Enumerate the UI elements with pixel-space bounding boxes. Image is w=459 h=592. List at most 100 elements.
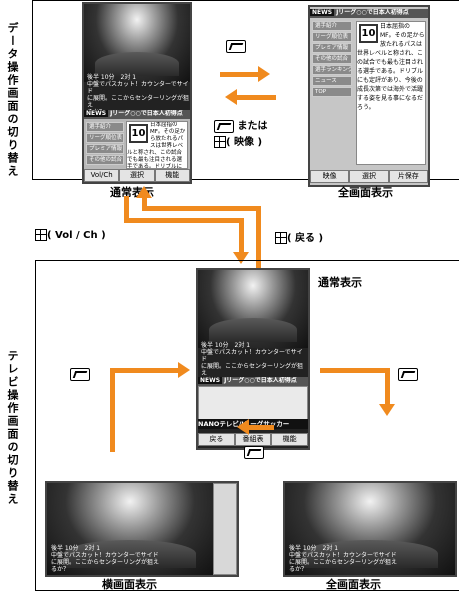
stadium-image (47, 483, 213, 575)
arrow-down-path-h (124, 218, 244, 223)
arrow-left-v (110, 368, 115, 452)
back-label: ( 戻る ) (287, 233, 324, 244)
card-number: 10 (129, 124, 148, 143)
side-menu: 選手紹介 リーグ順位表 プレミア情報 その他の試合 選手ランキング ニュース T… (312, 21, 352, 97)
arrowhead-down (233, 252, 249, 264)
softkey[interactable]: 戻る (198, 433, 235, 446)
phone-tv-full: 後半 10分 2対 1 中盤でパスカット！カウンターでサイド に展開。ここからセ… (283, 481, 457, 577)
key-switch-bottom (244, 446, 264, 459)
arrowhead-left (225, 89, 237, 105)
caption-landscape: 横画面表示 (102, 578, 157, 591)
menu-item[interactable]: 選手紹介 (312, 21, 352, 31)
card-text: 日本屈指の MF。その足から放たれるパスは世界レベルと称され、この試合でも最も注… (127, 122, 186, 169)
key-vol-ch: ( Vol / Ch ) (35, 229, 106, 241)
arrowhead-up (136, 186, 152, 198)
softkey-bar: 戻る 番組表 機能 (198, 433, 308, 446)
menu-item[interactable]: TOP (312, 87, 352, 97)
video-key-icon (214, 136, 226, 148)
ticker-text: 中盤でパスカット！カウンターでサイド に展開。ここからセンターリングが狙え るか… (51, 552, 160, 573)
softkey[interactable]: 映像 (310, 170, 350, 183)
tv-key-icon (214, 119, 234, 133)
tv-control-panel (198, 386, 308, 420)
arrow-bottom-h (248, 425, 274, 430)
arrow-up-path-v2 (142, 196, 147, 211)
vol-ch-label: ( Vol / Ch ) (47, 230, 106, 241)
news-text: Jリーグ○○で日本人初得点 (110, 110, 183, 117)
stadium-image (198, 270, 308, 348)
tv-key-icon (244, 446, 264, 459)
arrow-up-path-h (142, 206, 261, 211)
phone-landscape: 後半 10分 2対 1 中盤でパスカット！カウンターでサイド に展開。ここからセ… (45, 481, 239, 577)
menu-item[interactable]: プレミア情報 (86, 144, 124, 154)
data-switch-label: データ操作画面の切り替え (6, 22, 19, 178)
tv-switch-label: テレビ操作画面の切り替え (6, 350, 19, 506)
arrow-right-top (220, 72, 260, 77)
or-text: または (237, 121, 268, 132)
key-or-video: または (214, 117, 267, 133)
video-key-icon (35, 229, 47, 241)
menu-item[interactable]: リーグ順位表 (86, 133, 124, 143)
phone-normal-data: 後半 10分 2対 1 中盤でパスカット！カウンターでサイド に展開。ここからセ… (82, 2, 192, 184)
landscape-side-panel (213, 483, 237, 575)
key-switch-right (398, 368, 418, 381)
menu-item[interactable]: その他の試合 (312, 54, 352, 64)
softkey[interactable]: 機能 (271, 433, 308, 446)
key-switch-left (70, 368, 90, 381)
arrow-left-h (110, 368, 180, 373)
tv-key-icon (398, 368, 418, 381)
video-label: ( 映像 ) (226, 137, 263, 148)
ticker-text: 中盤でパスカット！カウンターでサイド に展開。ここからセンターリングが狙え るか… (289, 552, 398, 573)
menu-item[interactable]: プレミア情報 (312, 43, 352, 53)
arrowhead-right (258, 66, 270, 82)
key-switch-top (226, 40, 246, 53)
stadium-image (84, 4, 190, 82)
score-text: 後半 10分 2対 1 (201, 342, 251, 349)
side-menu: 選手紹介 リーグ順位表 プレミア情報 その他の試合 (86, 122, 124, 165)
arrow-up-path-v1 (256, 206, 261, 268)
softkey[interactable]: 片保存 (388, 170, 428, 183)
phone-tv-normal: 後半 10分 2対 1 中盤でパスカット！カウンターでサイド に展開。ここからセ… (196, 268, 310, 450)
tv-key-icon (226, 40, 246, 53)
score-text: 後半 10分 2対 1 (289, 545, 339, 552)
arrow-left-top (236, 95, 276, 100)
key-video: ( 映像 ) (214, 133, 262, 148)
menu-item[interactable]: リーグ順位表 (312, 32, 352, 42)
player-card: 10 日本屈指の MF。その足から放たれるパスは世界レベルと称され、この試合でも… (356, 21, 426, 165)
caption-normal-mid: 通常表示 (318, 276, 362, 289)
card-number: 10 (359, 24, 378, 43)
arrowhead-left (237, 419, 249, 435)
score-text: 後半 10分 2対 1 (51, 545, 101, 552)
softkey[interactable]: 機能 (154, 169, 190, 182)
arrowhead-down (379, 404, 395, 416)
data-switch-frame (32, 0, 459, 180)
softkey[interactable]: Vol/Ch (84, 169, 120, 182)
news-text: Jリーグ○○で日本人初得点 (336, 9, 409, 16)
news-tag: NEWS (84, 110, 109, 117)
softkey[interactable]: 選択 (119, 169, 155, 182)
news-text: Jリーグ○○で日本人初得点 (224, 377, 297, 384)
player-card: 10 日本屈指の MF。その足から放たれるパスは世界レベルと称され、この試合でも… (126, 121, 188, 169)
caption-full-top: 全画面表示 (338, 186, 393, 199)
caption-full-bottom: 全画面表示 (326, 578, 381, 591)
news-tag: NEWS (310, 9, 335, 16)
arrow-down-path-v2 (239, 218, 244, 256)
tv-key-icon (70, 368, 90, 381)
menu-item[interactable]: 選手ランキング (312, 65, 352, 75)
menu-item[interactable]: その他の試合 (86, 155, 124, 165)
arrow-right-v (385, 368, 390, 406)
softkey-bar: Vol/Ch 選択 機能 (84, 169, 190, 182)
stadium-image (285, 483, 455, 575)
score-text: 後半 10分 2対 1 (87, 74, 137, 81)
card-text: 日本屈指の MF。その足から放たれるパスは世界レベルと称され、この試合でも最も注… (357, 23, 425, 111)
softkey[interactable]: 選択 (349, 170, 389, 183)
arrow-down-path-v1 (124, 196, 129, 222)
menu-item[interactable]: ニュース (312, 76, 352, 86)
arrow-right-h (320, 368, 390, 373)
key-back: ( 戻る ) (275, 229, 323, 244)
menu-item[interactable]: 選手紹介 (86, 122, 124, 132)
news-tag: NEWS (198, 377, 223, 384)
